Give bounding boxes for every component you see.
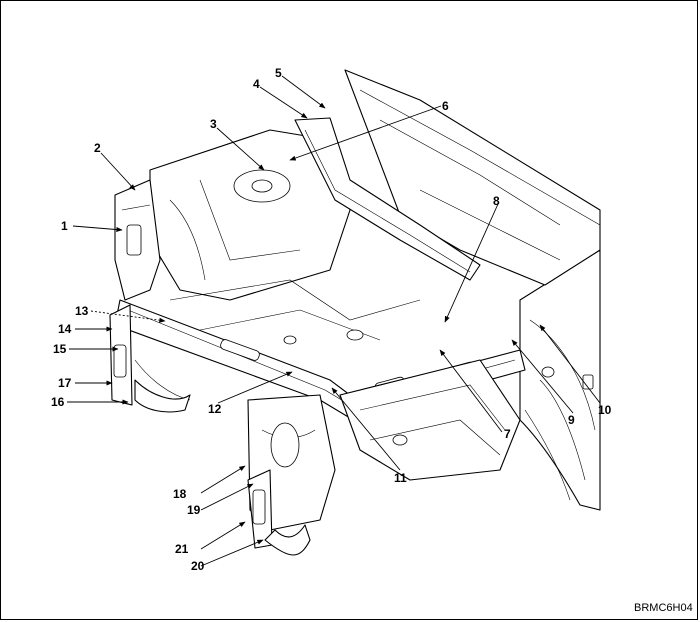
callout-13: 13 [75,304,89,318]
callout-16-upper: 17 [58,376,72,390]
callout-11: 11 [394,471,407,485]
callout-6: 6 [442,99,449,113]
callout-3: 3 [210,117,217,131]
callout-8: 8 [493,194,500,208]
callout-21: 21 [175,542,189,556]
leader-lines [67,75,601,567]
callout-15: 15 [53,342,67,356]
callout-18: 18 [173,487,187,501]
callout-7: 7 [504,427,511,441]
callout-5: 5 [275,66,282,80]
callout-labels: 1 2 3 4 5 6 7 8 9 10 11 12 13 14 15 17 1… [51,66,612,573]
callout-12: 12 [208,402,222,416]
callout-4: 4 [253,77,260,91]
callout-19: 19 [187,503,201,517]
callout-2: 2 [94,141,101,155]
figure-code: BRMC6H04 [634,602,693,614]
front-body-illustration [109,69,601,556]
callout-14: 14 [58,322,72,336]
callout-10: 10 [598,403,612,417]
callout-1: 1 [61,219,68,233]
callout-20: 20 [191,559,205,573]
callout-16: 16 [51,395,65,409]
callout-9: 9 [568,413,575,427]
